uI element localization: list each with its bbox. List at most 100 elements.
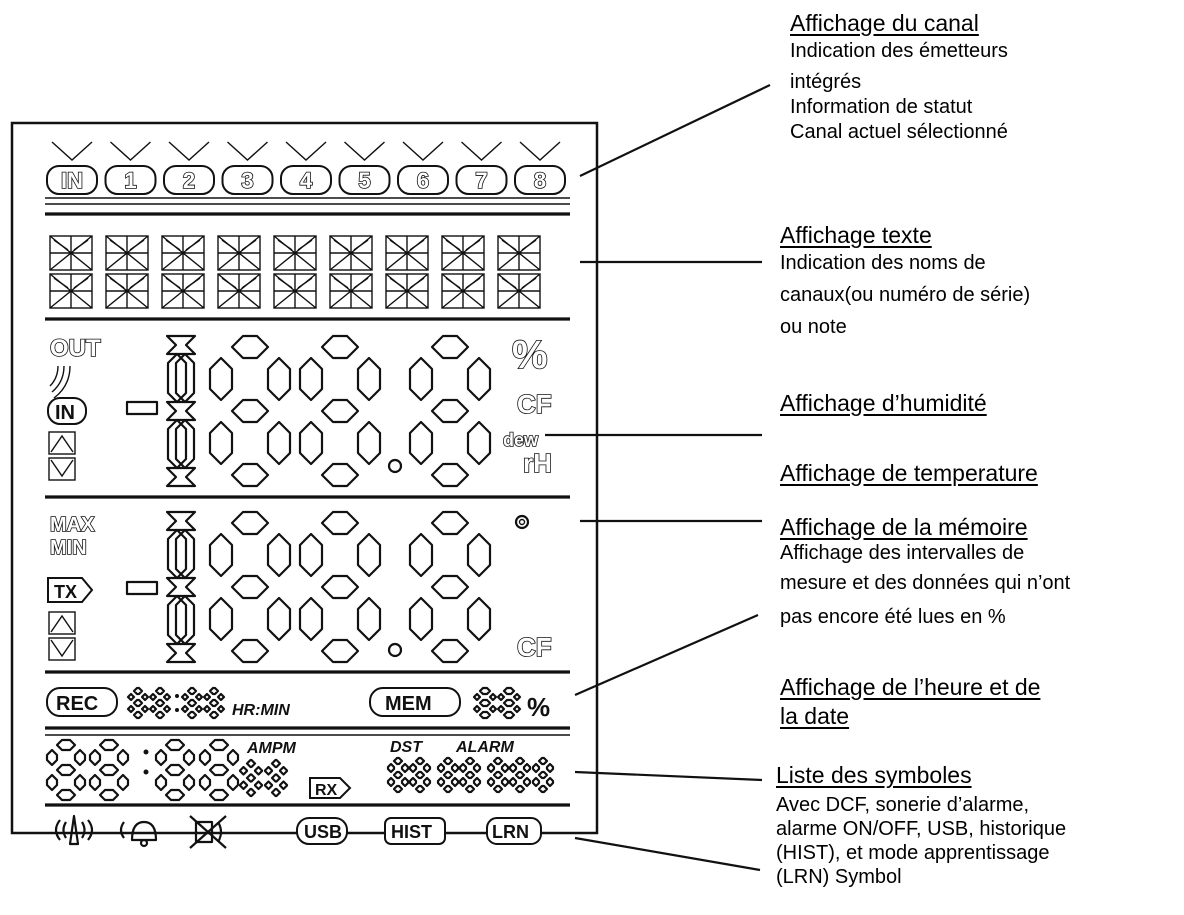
starburst-char [49,235,93,271]
date-digit [458,756,482,794]
min-label: MIN [50,537,87,559]
starburst-char [497,273,541,309]
annotation-text-line-1: Indication des noms de [780,252,986,274]
trend-arrows-icon [48,431,76,481]
temperature-digit [408,510,492,664]
humidity-cf-unit: CF [517,389,552,419]
annotation-memory: Affichage de la mémoire Affichage des in… [780,516,1070,628]
memory-colon-top [175,694,179,698]
annotation-channel-line-1: Indication des émetteurs [790,40,1008,62]
memory-interval-digits [126,686,226,720]
temperature-trend-arrows-icon [48,611,76,661]
degree-symbol [514,514,530,530]
temperature-section: MAX MIN TX CF [47,510,552,664]
in-pill-label: IN [55,402,75,424]
channel-indicator-arrow [402,141,444,161]
usb-pill [296,817,348,845]
date-digit [436,756,460,794]
annotation-symbols-title: Liste des symboles [776,762,972,788]
starburst-char [49,273,93,309]
memory-percent-digits [472,686,522,720]
humidity-digit [408,334,492,488]
channel-indicator-arrow [51,141,93,161]
annotation-symbols-line-3: (HIST), et mode apprentissage [776,842,1050,864]
annotation-channel-title: Affichage du canal [790,10,979,36]
channel-pill [514,165,566,195]
temperature-minus-sign [125,580,159,596]
starburst-char [329,273,373,309]
humidity-rh-unit: rH [523,448,552,478]
rec-label: REC [56,693,98,715]
starburst-char [385,273,429,309]
channel-pill [221,165,274,195]
date-digits [386,756,555,794]
channel-label: 6 [417,168,429,193]
channel-label: 2 [183,168,195,193]
channel-indicator-arrow [519,141,561,161]
rec-pill [46,687,118,717]
annotation-humidity-title: Affichage d’humidité [780,390,987,416]
annotation-text-title: Affichage texte [780,222,932,248]
temperature-digits [165,510,492,664]
starburst-char [273,235,317,271]
annotation-text-line-2: canaux(ou numéro de série) [780,284,1031,306]
humidity-decimal-point [387,458,403,474]
rx-label: RX [315,782,338,799]
humidity-dew-unit: dew [503,430,539,450]
annotation-temperature-title: Affichage de temperature [780,460,1038,486]
annotation-time: Affichage de l’heure et de la date [780,676,1040,728]
leader-lines [545,84,771,872]
leader-symbols-2 [574,836,761,872]
annotation-channel-line-3: Information de statut [790,96,973,118]
text-display [49,235,541,309]
lrn-label: LRN [492,822,529,842]
degree-symbol-inner [518,518,526,526]
clock-digit [45,738,87,802]
channel-pill [104,165,157,195]
starburst-char [217,273,261,309]
channel-label: 4 [300,168,313,193]
channel-label: 7 [475,168,487,193]
date-digit [386,756,410,794]
memory-interval-digit [180,686,204,720]
clock-digit [154,738,196,802]
hist-pill [384,817,446,845]
annotation-memory-line-1: Affichage des intervalles de [780,542,1025,564]
channel-pill [455,165,508,195]
rx-tag [309,777,352,799]
out-label: OUT [50,335,101,362]
channel-pill [338,165,391,195]
annotation-channel-line-2: intégrés [790,71,862,93]
memory-percent-digit [496,686,522,720]
channel-label: 3 [241,168,253,193]
annotation-symbols: Liste des symboles Avec DCF, sonerie d’a… [776,762,1067,888]
dcf-antenna-icon [54,814,94,846]
starburst-char [105,273,149,309]
clock-digit [198,738,240,802]
annotation-text-line-3: ou note [780,316,847,338]
humidity-section: OUT IN % CF dew rH [47,332,553,488]
channel-indicator-arrow [344,141,385,161]
channel-label: 1 [124,168,136,193]
ampm-label: AMPM [246,740,297,757]
temperature-cf-unit: CF [517,632,552,662]
symbol-row: USB HIST LRN [54,814,542,849]
starburst-char [105,235,149,271]
humidity-percent-unit: % [512,333,548,377]
leader-channel [579,84,771,177]
clock-digits [45,738,240,802]
channel-pill [46,165,98,195]
annotation-symbols-line-2: alarme ON/OFF, USB, historique [776,818,1067,840]
clock-digit [88,738,130,802]
tx-tag [47,577,94,603]
annotation-channel: Affichage du canal Indication des émette… [790,10,1008,143]
date-digit [486,756,510,794]
lrn-pill [486,817,542,845]
humidity-digit [298,334,382,488]
humidity-digit [208,334,292,488]
clock-colon-top [143,749,149,755]
alarm-bell-icon [119,820,158,848]
memory-interval-digit [202,686,226,720]
seconds-digit [263,758,289,798]
